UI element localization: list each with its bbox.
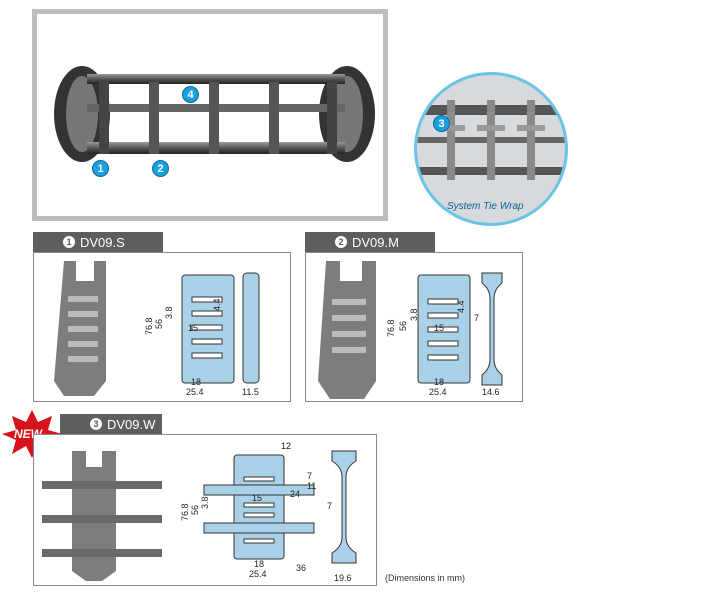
dim-w5: 7: [474, 313, 480, 323]
dim-h1: 76.8: [180, 503, 190, 521]
dim-w4: 19.6: [334, 573, 352, 583]
dim-d2: 4.4: [212, 298, 222, 311]
tie-wrap-illustration: [417, 100, 565, 180]
dim-w7: 36: [296, 563, 307, 573]
tie-wrap-inset: 3 System Tie Wrap: [414, 72, 568, 226]
panel-dv09m: 76.8 56 3.8 4.4 15 18 25.4 14.6 7: [305, 252, 523, 402]
dim-h1: 76.8: [144, 317, 154, 335]
dim-d2: 4.4: [456, 300, 466, 313]
tab-label: DV09.S: [80, 234, 125, 250]
badge-2: 2: [152, 160, 169, 177]
dim-h2: 56: [398, 320, 408, 331]
tab-number: 2: [335, 236, 347, 248]
drawing-side-s: [242, 272, 260, 384]
tab-dv09m: 2 DV09.M: [305, 232, 435, 252]
drawing-front-w: [203, 454, 315, 560]
badge-1: 1: [92, 160, 109, 177]
link-photo-s: [54, 261, 106, 396]
tab-dv09w: 3 DV09.W: [60, 414, 162, 434]
badge-3: 3: [433, 115, 450, 132]
dim-w6: 24: [290, 489, 301, 499]
dim-w2: 18: [254, 559, 265, 569]
tab-dv09s: 1 DV09.S: [33, 232, 163, 252]
dim-w3: 25.4: [186, 387, 204, 397]
dim-w1: 15: [434, 323, 445, 333]
link-photo-m: [318, 261, 376, 399]
panel-dv09w: 76.8 56 3.8 12 15 18 25.4 19.6 7 24 36 1…: [33, 434, 377, 586]
dim-w3: 25.4: [249, 569, 267, 579]
tab-label: DV09.M: [352, 234, 399, 250]
dim-w3: 25.4: [429, 387, 447, 397]
dimensions-footnote: (Dimensions in mm): [385, 573, 466, 583]
badge-4: 4: [182, 86, 199, 103]
dim-w1: 15: [188, 323, 199, 333]
dim-w2: 18: [191, 377, 202, 387]
dim-w4: 14.6: [482, 387, 500, 397]
dim-w8: 11: [307, 481, 317, 491]
dim-h2: 56: [154, 318, 164, 329]
dim-d1: 3.8: [164, 306, 174, 319]
panel-dv09s: 76.8 56 3.8 4.4 15 18 25.4 11.5: [33, 252, 291, 402]
dim-w9: 7: [307, 471, 313, 481]
dim-w2: 18: [434, 377, 445, 387]
dim-w4: 11.5: [242, 387, 259, 397]
dim-h1: 76.8: [386, 319, 396, 337]
dim-d1: 3.8: [409, 308, 419, 321]
tab-label: DV09.W: [107, 416, 156, 432]
cable-carrier-illustration: [54, 66, 375, 162]
drawing-side-m: [481, 272, 503, 386]
drawing-front-m: [417, 274, 471, 384]
dim-w5: 7: [327, 501, 333, 511]
dim-w0: 12: [281, 441, 292, 451]
link-photo-w: [42, 451, 162, 581]
drawing-side-w: [331, 450, 357, 564]
dim-w1: 15: [252, 493, 263, 503]
tab-number: 3: [90, 418, 102, 430]
tab-number: 1: [63, 236, 75, 248]
drawing-front-s: [181, 274, 235, 384]
chain-photo-frame: 1 2 4: [32, 9, 388, 221]
dim-h2: 56: [190, 504, 200, 515]
dim-d1: 3.8: [200, 496, 210, 509]
inset-caption: System Tie Wrap: [447, 201, 524, 212]
